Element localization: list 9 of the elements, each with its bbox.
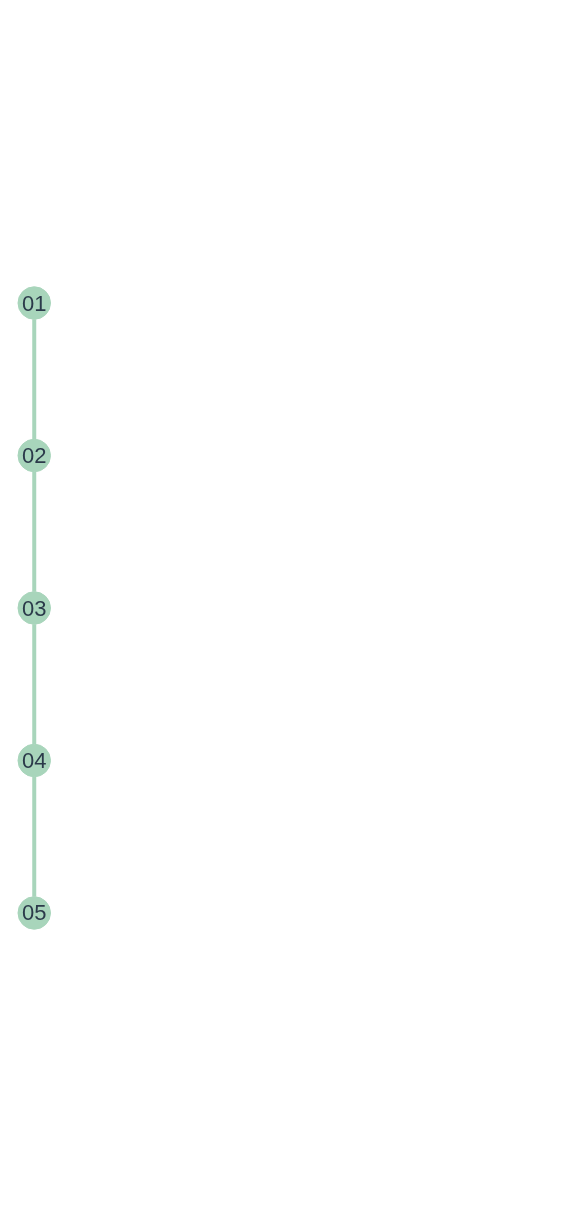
node-circle: 04	[17, 743, 51, 778]
node-circle: 01	[17, 286, 51, 320]
node-circle: 02	[17, 438, 51, 473]
node-circle: 05	[17, 896, 51, 930]
connector	[32, 624, 37, 745]
node-circle: 03	[17, 591, 51, 625]
connector	[32, 776, 37, 897]
connector	[32, 471, 37, 592]
connector	[32, 319, 37, 440]
